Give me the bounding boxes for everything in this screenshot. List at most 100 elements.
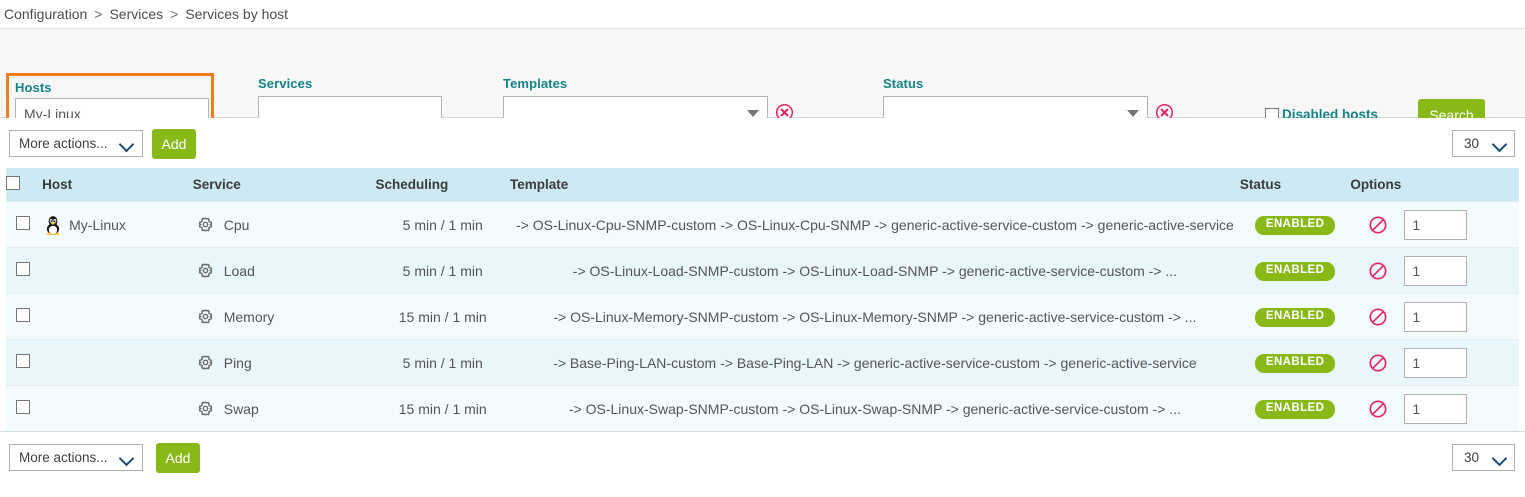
status-filter-label: Status xyxy=(883,76,924,91)
breadcrumb-separator: > xyxy=(170,6,179,22)
row-checkbox[interactable] xyxy=(15,308,30,322)
more-actions-label: More actions... xyxy=(19,136,108,151)
row-select-cell xyxy=(6,385,43,431)
page-size-select-top[interactable]: 30 xyxy=(1452,130,1515,157)
status-badge: ENABLED xyxy=(1254,262,1336,281)
chevron-down-icon xyxy=(1491,450,1508,467)
options-cell xyxy=(1350,247,1519,294)
no-entry-icon[interactable] xyxy=(1368,399,1388,419)
service-name[interactable]: Load xyxy=(223,262,255,279)
service-cell: Memory xyxy=(192,293,376,340)
chevron-down-icon xyxy=(747,110,759,117)
status-badge: ENABLED xyxy=(1254,400,1336,419)
scheduling-cell: 5 min / 1 min xyxy=(375,247,510,294)
service-name[interactable]: Ping xyxy=(223,354,252,371)
status-cell: ENABLED xyxy=(1239,201,1351,248)
select-all-header xyxy=(6,168,43,202)
table-row: Memory 15 min / 1 min -> OS-Linux-Memory… xyxy=(6,293,1519,340)
services-table: Host Service Scheduling Template Status … xyxy=(6,168,1519,431)
gear-icon xyxy=(198,355,212,370)
status-cell: ENABLED xyxy=(1239,293,1351,340)
host-cell xyxy=(42,247,193,294)
service-cell: Ping xyxy=(192,339,376,386)
gear-icon xyxy=(198,217,212,232)
options-cell xyxy=(1350,201,1519,248)
options-cell xyxy=(1350,293,1519,340)
select-all-checkbox[interactable] xyxy=(6,176,20,190)
clear-circle-x-icon[interactable] xyxy=(775,103,794,122)
header-template[interactable]: Template xyxy=(509,168,1240,202)
status-cell: ENABLED xyxy=(1239,385,1351,431)
row-select-cell xyxy=(6,293,43,340)
no-entry-icon[interactable] xyxy=(1368,353,1388,373)
scheduling-cell: 5 min / 1 min xyxy=(375,201,510,248)
status-badge: ENABLED xyxy=(1254,308,1336,327)
option-input[interactable] xyxy=(1404,255,1468,286)
breadcrumb-item-services[interactable]: Services xyxy=(109,6,164,22)
toolbar-top: More actions... Add 30 xyxy=(0,118,1525,168)
no-entry-icon[interactable] xyxy=(1368,215,1388,235)
template-cell: -> OS-Linux-Swap-SNMP-custom -> OS-Linux… xyxy=(509,385,1240,431)
breadcrumb-item-configuration[interactable]: Configuration xyxy=(4,6,88,22)
page-size-value: 30 xyxy=(1464,136,1480,151)
breadcrumb: Configuration > Services > Services by h… xyxy=(0,0,1525,28)
row-checkbox[interactable] xyxy=(15,262,30,276)
service-name[interactable]: Cpu xyxy=(223,216,250,233)
template-cell: -> OS-Linux-Memory-SNMP-custom -> OS-Lin… xyxy=(509,293,1240,340)
toolbar-bottom: More actions... Add 30 xyxy=(0,432,1525,482)
row-select-cell xyxy=(6,247,43,294)
status-cell: ENABLED xyxy=(1239,339,1351,386)
service-cell: Swap xyxy=(192,385,376,431)
add-button-bottom[interactable]: Add xyxy=(156,443,200,473)
add-button-top[interactable]: Add xyxy=(152,129,196,159)
services-table-wrap: Host Service Scheduling Template Status … xyxy=(0,168,1525,432)
chevron-down-icon xyxy=(118,136,135,153)
options-cell xyxy=(1350,385,1519,431)
more-actions-select-bottom[interactable]: More actions... xyxy=(9,444,143,471)
page-size-select-bottom[interactable]: 30 xyxy=(1452,444,1515,471)
header-scheduling[interactable]: Scheduling xyxy=(375,168,510,202)
template-cell: -> OS-Linux-Cpu-SNMP-custom -> OS-Linux-… xyxy=(509,201,1240,248)
no-entry-icon[interactable] xyxy=(1368,307,1388,327)
more-actions-label: More actions... xyxy=(19,450,108,465)
host-name[interactable]: My-Linux xyxy=(69,216,126,233)
template-cell: -> Base-Ping-LAN-custom -> Base-Ping-LAN… xyxy=(509,339,1240,386)
scheduling-cell: 15 min / 1 min xyxy=(375,385,510,431)
table-header-row: Host Service Scheduling Template Status … xyxy=(6,168,1519,202)
service-cell: Load xyxy=(192,247,376,294)
option-input[interactable] xyxy=(1404,393,1468,424)
service-name[interactable]: Memory xyxy=(223,308,275,325)
chevron-down-icon xyxy=(1491,136,1508,153)
more-actions-select-top[interactable]: More actions... xyxy=(9,130,143,157)
status-badge: ENABLED xyxy=(1254,354,1336,373)
row-checkbox[interactable] xyxy=(15,216,30,230)
header-options[interactable]: Options xyxy=(1350,168,1519,202)
header-status[interactable]: Status xyxy=(1239,168,1351,202)
row-checkbox[interactable] xyxy=(15,354,30,368)
no-entry-icon[interactable] xyxy=(1368,261,1388,281)
header-host[interactable]: Host xyxy=(42,168,193,202)
row-select-cell xyxy=(6,201,43,248)
table-row: Load 5 min / 1 min -> OS-Linux-Load-SNMP… xyxy=(6,247,1519,294)
filter-bar: Hosts Services Templates Status xyxy=(0,28,1525,148)
scheduling-cell: 15 min / 1 min xyxy=(375,293,510,340)
services-filter-label: Services xyxy=(258,76,313,91)
table-row: My-Linux Cpu 5 min / 1 min -> xyxy=(6,201,1519,248)
service-name[interactable]: Swap xyxy=(223,400,259,417)
host-cell xyxy=(42,339,193,386)
breadcrumb-item-services-by-host[interactable]: Services by host xyxy=(185,6,289,22)
options-cell xyxy=(1350,339,1519,386)
option-input[interactable] xyxy=(1404,301,1468,332)
chevron-down-icon xyxy=(118,450,135,467)
scheduling-cell: 5 min / 1 min xyxy=(375,339,510,386)
option-input[interactable] xyxy=(1404,347,1468,378)
header-service[interactable]: Service xyxy=(192,168,376,202)
service-cell: Cpu xyxy=(192,201,376,248)
host-cell xyxy=(42,293,193,340)
row-checkbox[interactable] xyxy=(15,400,30,414)
table-row: Swap 15 min / 1 min -> OS-Linux-Swap-SNM… xyxy=(6,385,1519,431)
status-badge: ENABLED xyxy=(1254,216,1336,235)
status-cell: ENABLED xyxy=(1239,247,1351,294)
gear-icon xyxy=(198,263,212,278)
option-input[interactable] xyxy=(1404,209,1468,240)
